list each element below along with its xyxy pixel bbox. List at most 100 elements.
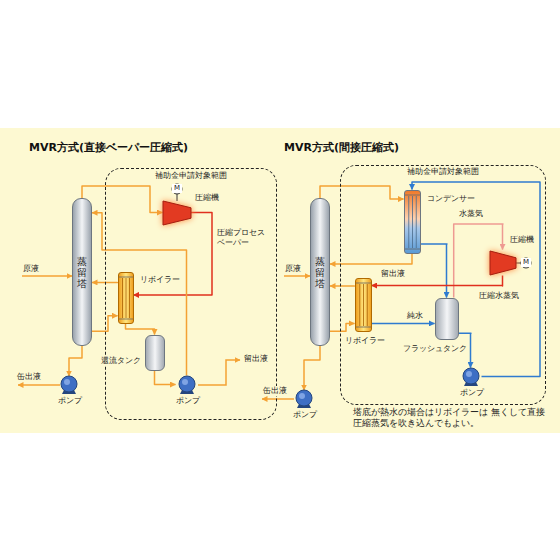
pump-highlight (182, 379, 188, 385)
flow-connector (155, 371, 176, 385)
part-label: ポンプ (57, 396, 83, 406)
flow-connector (320, 186, 404, 199)
tube-bundle (405, 191, 420, 253)
tube-line (129, 278, 130, 318)
stream-label: 水蒸気 (458, 209, 484, 219)
note-text: 塔底が熱水の場合はリボイラーは 無くして直接圧縮蒸気を吹き込んでもよい。 (352, 407, 546, 429)
pump-symbol: ポンプ (460, 368, 482, 386)
stream-label: 圧縮プロセスベーパー (216, 228, 270, 248)
flow-connector (330, 254, 412, 265)
tube-line (408, 196, 409, 248)
distillation-column: 蒸留塔 (310, 198, 330, 346)
part-label: 圧縮機 (509, 235, 535, 245)
motor-mark: M (521, 258, 531, 267)
flow-connector (134, 213, 213, 295)
tube-line (412, 196, 413, 248)
stream-label: 缶出液 (16, 372, 42, 382)
pump-casing (179, 376, 195, 392)
stream-label: 留出液 (243, 354, 269, 364)
distillate-line (198, 360, 240, 385)
distillation-column: 蒸留塔 (72, 198, 92, 346)
tube-bundle (119, 273, 133, 323)
compressor-symbol: 圧縮機 (163, 200, 191, 226)
pump-outline (58, 376, 80, 394)
motor-symbol (521, 258, 531, 268)
motor-shaft (177, 194, 178, 201)
tank-symbol: フラッシュタンク (435, 298, 459, 340)
scope-region: 補助金申請対象範囲圧縮機リボイラー還流タンクポンプ (105, 168, 277, 420)
part-label: ポンプ (292, 410, 318, 420)
bottoms-line (18, 384, 60, 386)
pump-symbol: ポンプ (176, 376, 198, 394)
stream-label: 圧縮水蒸気 (478, 291, 520, 301)
pump-highlight (466, 371, 472, 377)
part-label: ポンプ (459, 388, 485, 398)
pump-symbol: ポンプ (293, 390, 315, 408)
tube-sheet (405, 194, 420, 195)
reboiler-symbol: リボイラー (118, 272, 134, 324)
part-label: 圧縮機 (194, 193, 220, 203)
stream-label: 純水 (406, 311, 424, 321)
column-label: 蒸留塔 (315, 256, 325, 289)
stream-label: 缶出液 (262, 386, 288, 396)
stream-label: 原液 (22, 264, 40, 274)
flow-connector (82, 186, 163, 213)
stream-label: 留出液 (380, 269, 406, 279)
flow-connector (372, 323, 435, 325)
flow-connector (330, 323, 355, 331)
pump-casing (296, 390, 312, 406)
region-heading: 補助金申請対象範囲 (406, 167, 480, 177)
flow-connector (126, 324, 155, 335)
condenser-symbol: コンデンサー (404, 190, 421, 254)
feed-line (284, 275, 310, 277)
diagram-heading: MVR方式(直接ベーパー圧縮式) (28, 141, 189, 155)
pump-casing (463, 368, 479, 384)
scope-region: 補助金申請対象範囲コンデンサー圧縮機リボイラーフラッシュタンクポンプ (340, 165, 546, 405)
column-label: 蒸留塔 (77, 256, 87, 289)
feed-line (22, 275, 72, 277)
tube-line (363, 284, 364, 326)
tank-symbol: 還流タンク (145, 335, 165, 371)
tube-bundle (356, 279, 371, 331)
flow-connector (330, 285, 355, 287)
motor-mark: M (172, 184, 182, 193)
part-label: リボイラー (139, 275, 181, 285)
pump-casing (61, 376, 77, 392)
part-label: 還流タンク (100, 356, 142, 366)
part-label: フラッシュタンク (402, 344, 468, 354)
tube-line (122, 278, 123, 318)
flow-connector (69, 346, 82, 376)
stream-label: 原液 (284, 264, 302, 274)
tube-sheet (356, 282, 371, 283)
background-panel (0, 128, 560, 433)
flow-connector (304, 346, 320, 390)
pump-highlight (64, 379, 70, 385)
bottoms-line (262, 398, 294, 400)
flow-connector (421, 244, 448, 298)
pump-highlight (299, 393, 305, 399)
tube-sheet (119, 276, 133, 277)
flow-connector (92, 213, 187, 376)
diagram-heading: MVR方式(間接圧縮式) (283, 141, 400, 155)
part-label: ポンプ (175, 396, 201, 406)
pump-outline (293, 390, 315, 408)
pump-outline (460, 368, 482, 386)
compressor-outline (163, 200, 191, 226)
tube-sheet (356, 326, 371, 327)
region-heading: 補助金申請対象範囲 (154, 171, 228, 181)
tube-sheet (119, 318, 133, 319)
tube-line (125, 278, 126, 318)
part-label: コンデンサー (426, 194, 476, 204)
tube-sheet (405, 248, 420, 249)
compressor-outline (490, 250, 516, 276)
motor-symbol (172, 184, 182, 194)
compressor-body (490, 251, 516, 275)
tube-line (415, 196, 416, 248)
pump-symbol: ポンプ (58, 376, 80, 394)
compressor-symbol: 圧縮機 (490, 250, 516, 276)
part-label: リボイラー (344, 336, 386, 346)
reboiler-symbol: リボイラー (355, 278, 372, 332)
tube-line (366, 284, 367, 326)
pump-outline (176, 376, 198, 394)
